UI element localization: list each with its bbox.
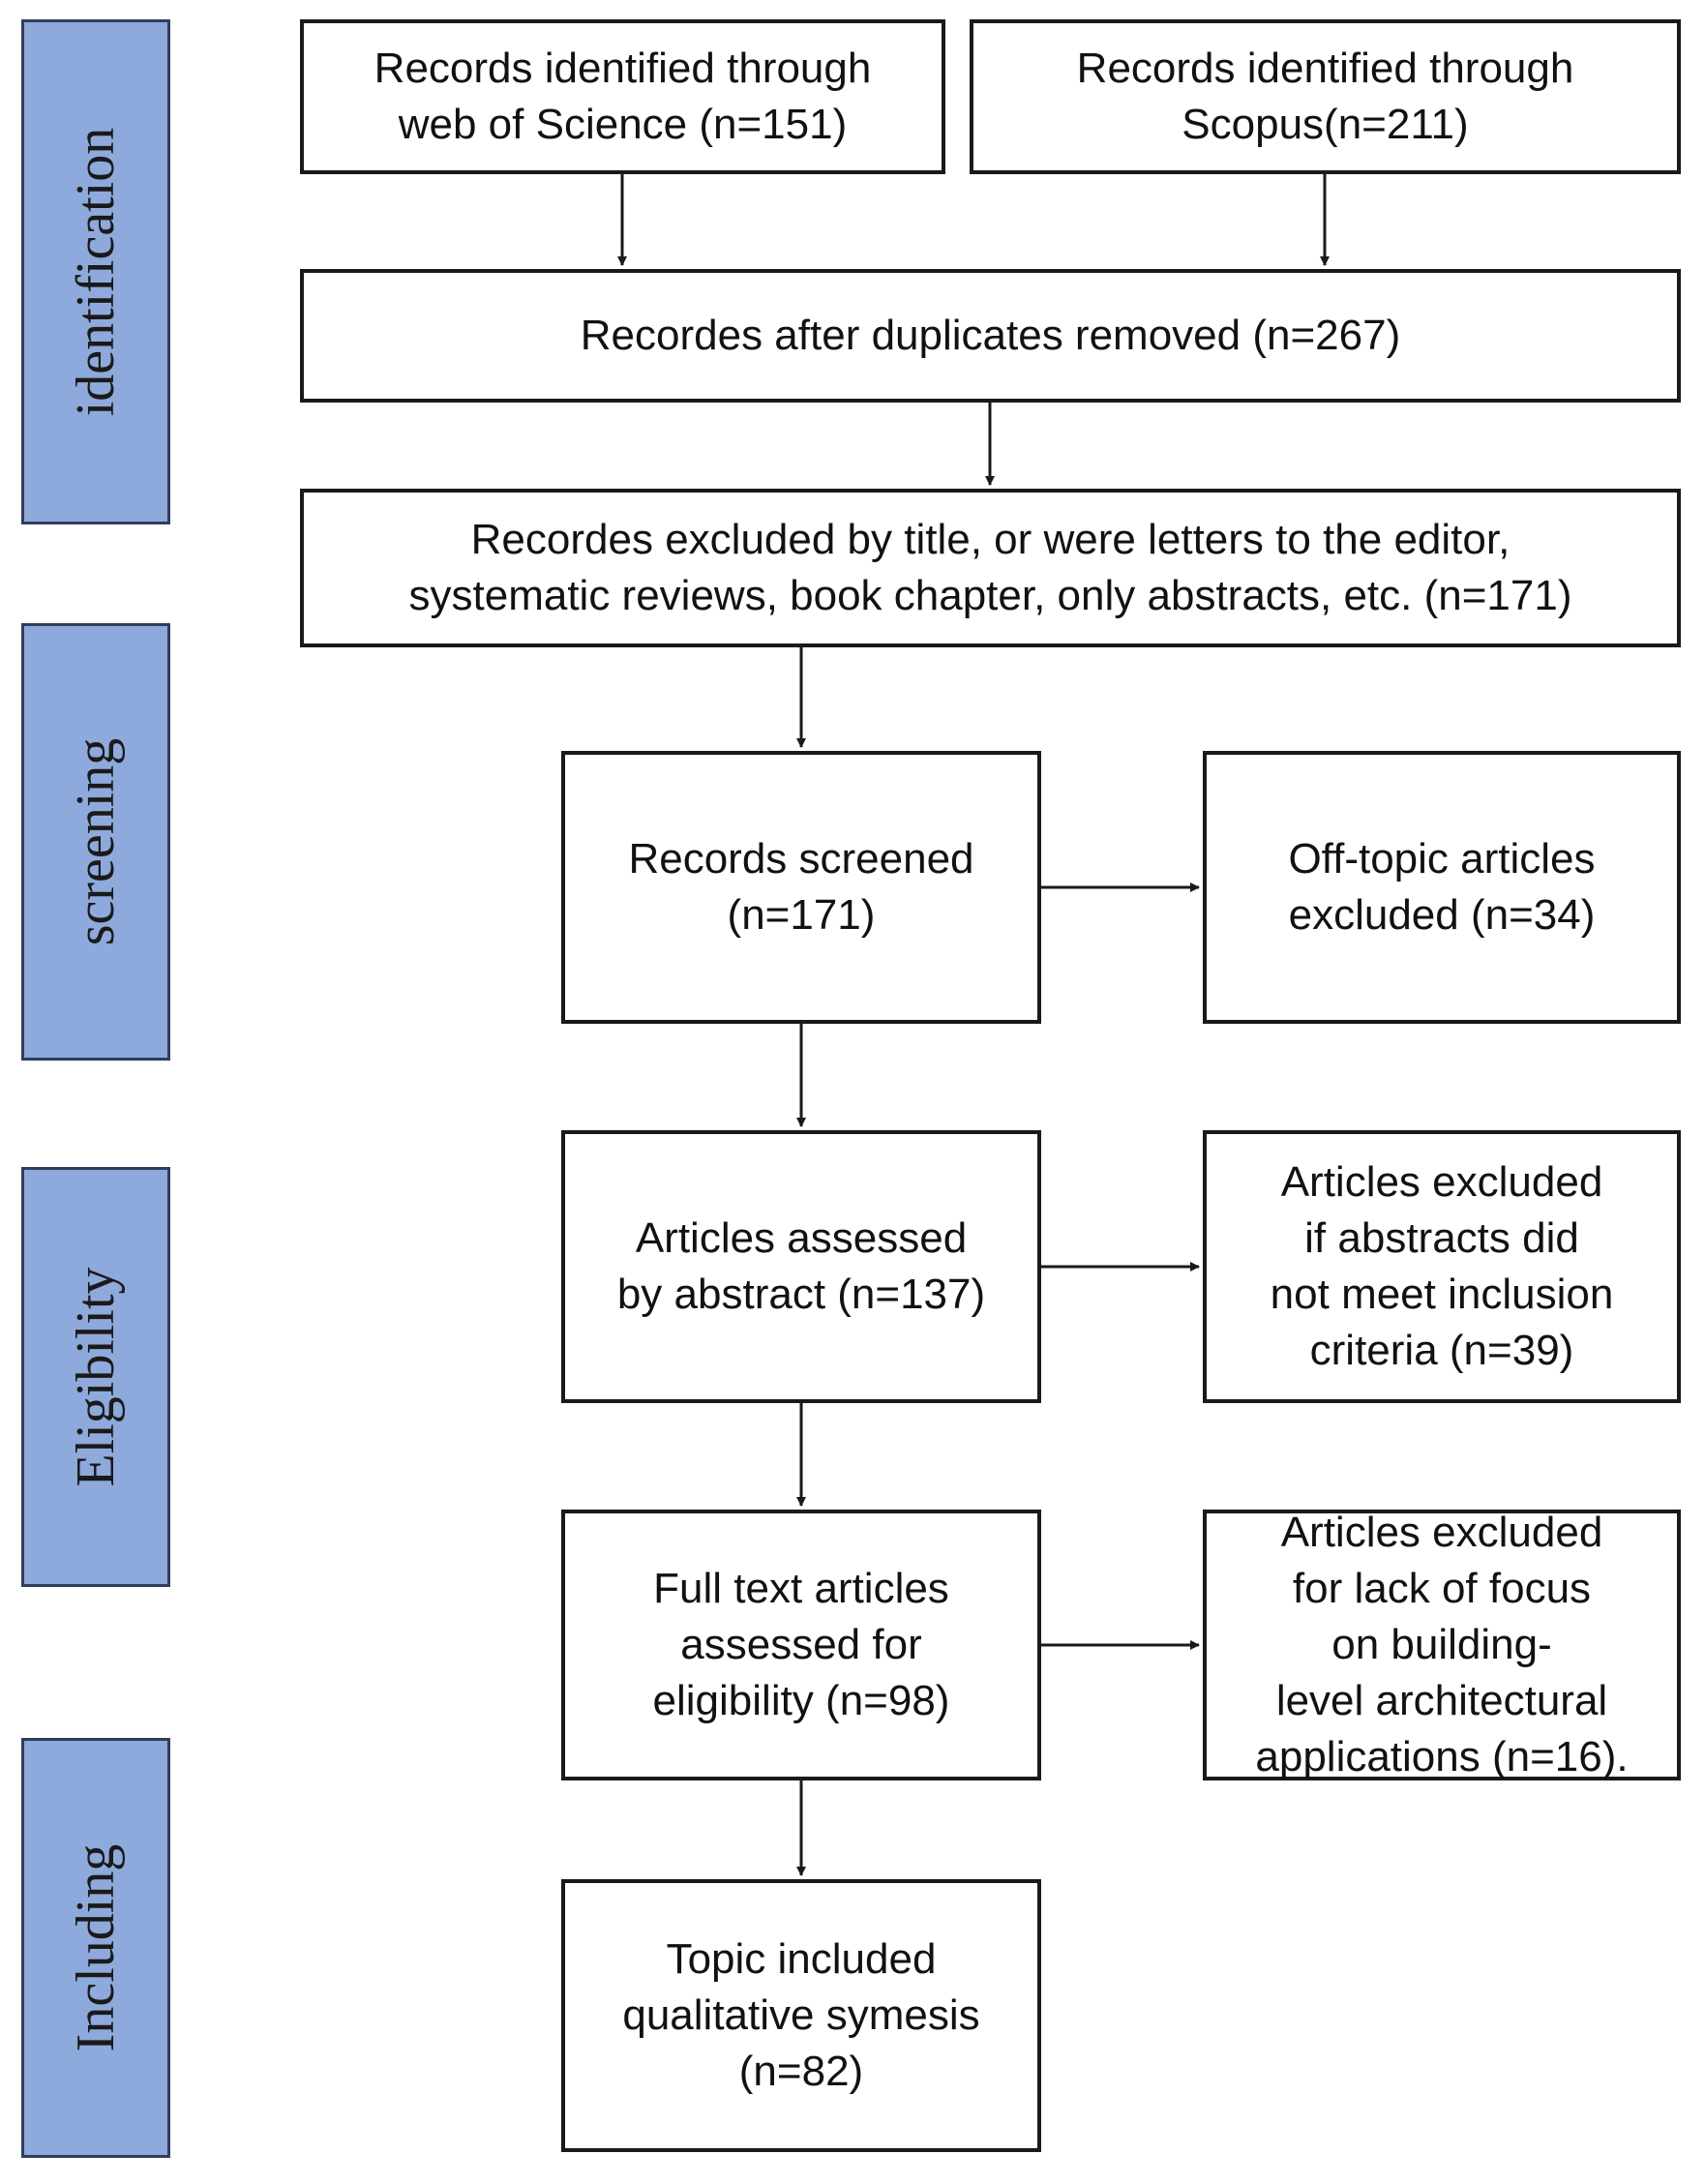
box-off-topic-excluded: Off-topic articles excluded (n=34)	[1203, 751, 1681, 1024]
box-assessed-by-abstract-text: Articles assessed by abstract (n=137)	[616, 1214, 986, 1318]
box-records-screened-text: Records screened (n=171)	[628, 835, 974, 939]
box-off-topic-excluded-text: Off-topic articles excluded (n=34)	[1288, 835, 1596, 939]
box-assessed-by-abstract: Articles assessed by abstract (n=137)	[561, 1130, 1041, 1403]
box-topic-included-text: Topic included qualitative symesis (n=82…	[622, 1935, 980, 2095]
box-full-text-assessed-text: Full text articles assessed for eligibil…	[652, 1565, 950, 1724]
box-full-text-excluded: Articles excluded for lack of focus on b…	[1203, 1509, 1681, 1780]
box-duplicates-removed-text: Recordes after duplicates removed (n=267…	[580, 312, 1401, 359]
box-full-text-assessed: Full text articles assessed for eligibil…	[561, 1510, 1041, 1780]
box-records-scopus-text: Records identified through Scopus(n=211)	[1076, 45, 1574, 148]
box-records-scopus: Records identified through Scopus(n=211)	[970, 19, 1681, 174]
box-topic-included: Topic included qualitative symesis (n=82…	[561, 1879, 1041, 2152]
box-records-web-of-science: Records identified through web of Scienc…	[300, 19, 945, 174]
box-duplicates-removed: Recordes after duplicates removed (n=267…	[300, 269, 1681, 403]
box-records-screened: Records screened (n=171)	[561, 751, 1041, 1024]
box-abstract-excluded-text: Articles excluded if abstracts did not m…	[1270, 1158, 1614, 1374]
box-full-text-excluded-text: Articles excluded for lack of focus on b…	[1255, 1509, 1629, 1780]
box-abstract-excluded: Articles excluded if abstracts did not m…	[1203, 1130, 1681, 1403]
stage-identification: identification	[21, 19, 170, 524]
box-records-web-of-science-text: Records identified through web of Scienc…	[374, 45, 872, 148]
stage-including: Including	[21, 1738, 170, 2158]
box-excluded-by-title-text: Recordes excluded by title, or were lett…	[408, 516, 1572, 619]
stage-eligibility: Eligibility	[21, 1167, 170, 1587]
box-excluded-by-title: Recordes excluded by title, or were lett…	[300, 489, 1681, 647]
stage-screening: screening	[21, 623, 170, 1061]
